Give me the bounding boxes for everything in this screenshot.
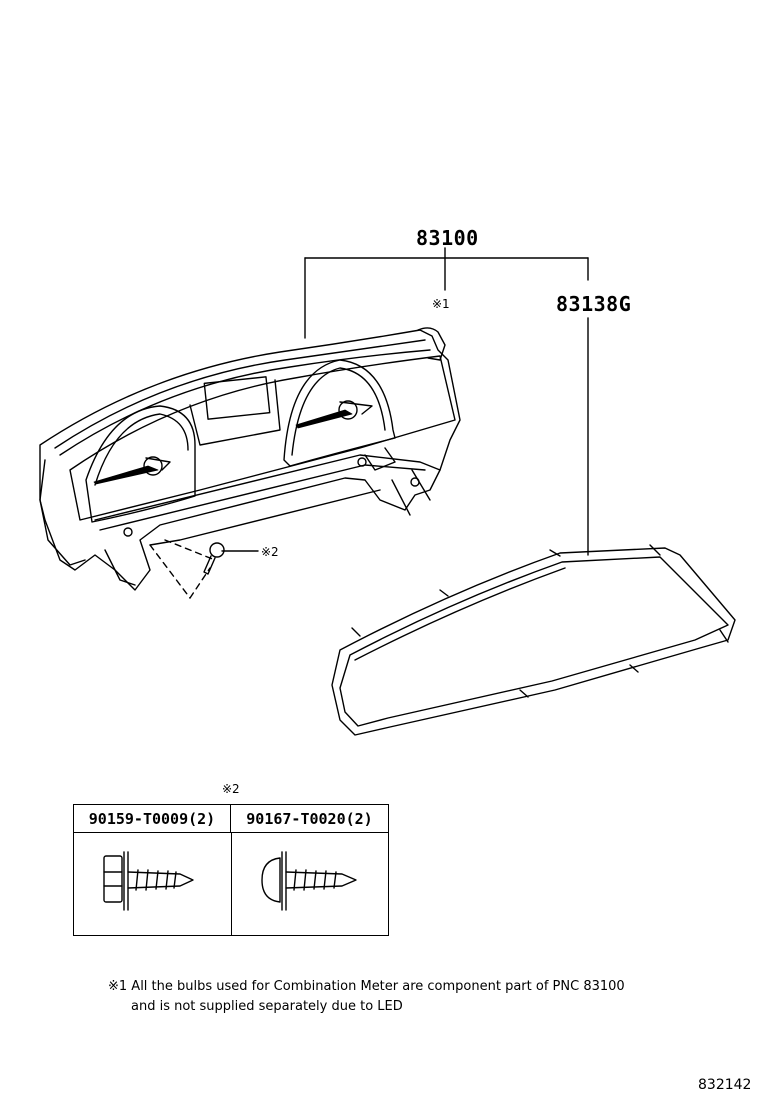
round-head-tapping-screw-icon (261, 851, 357, 911)
part-number-83138g: 83138G (556, 292, 632, 316)
fastener-table: 90159-T0009(2) 90167-T0020(2) (73, 804, 389, 936)
part-number-83100: 83100 (416, 226, 479, 250)
leader-lines (304, 247, 589, 556)
reference-note-2-marker: ※2 (261, 545, 279, 559)
combination-meter-drawing (39, 327, 461, 591)
reference-note-1-marker: ※1 (432, 297, 450, 311)
hex-flange-screw-icon (103, 851, 194, 911)
fastener-part-number-2: 90167-T0020(2) (231, 805, 388, 833)
fastener-part-number-1: 90159-T0009(2) (74, 805, 231, 833)
footnote-line-2: and is not supplied separately due to LE… (131, 999, 403, 1014)
screw-icon (203, 542, 225, 575)
table-divider (231, 833, 232, 935)
meter-glass-drawing (331, 544, 736, 736)
fastener-table-title: ※2 (222, 782, 240, 796)
diagram-id: 832142 (698, 1077, 752, 1093)
footnote-line-1: ※1 All the bulbs used for Combination Me… (108, 979, 625, 994)
screw-callout (149, 539, 259, 599)
